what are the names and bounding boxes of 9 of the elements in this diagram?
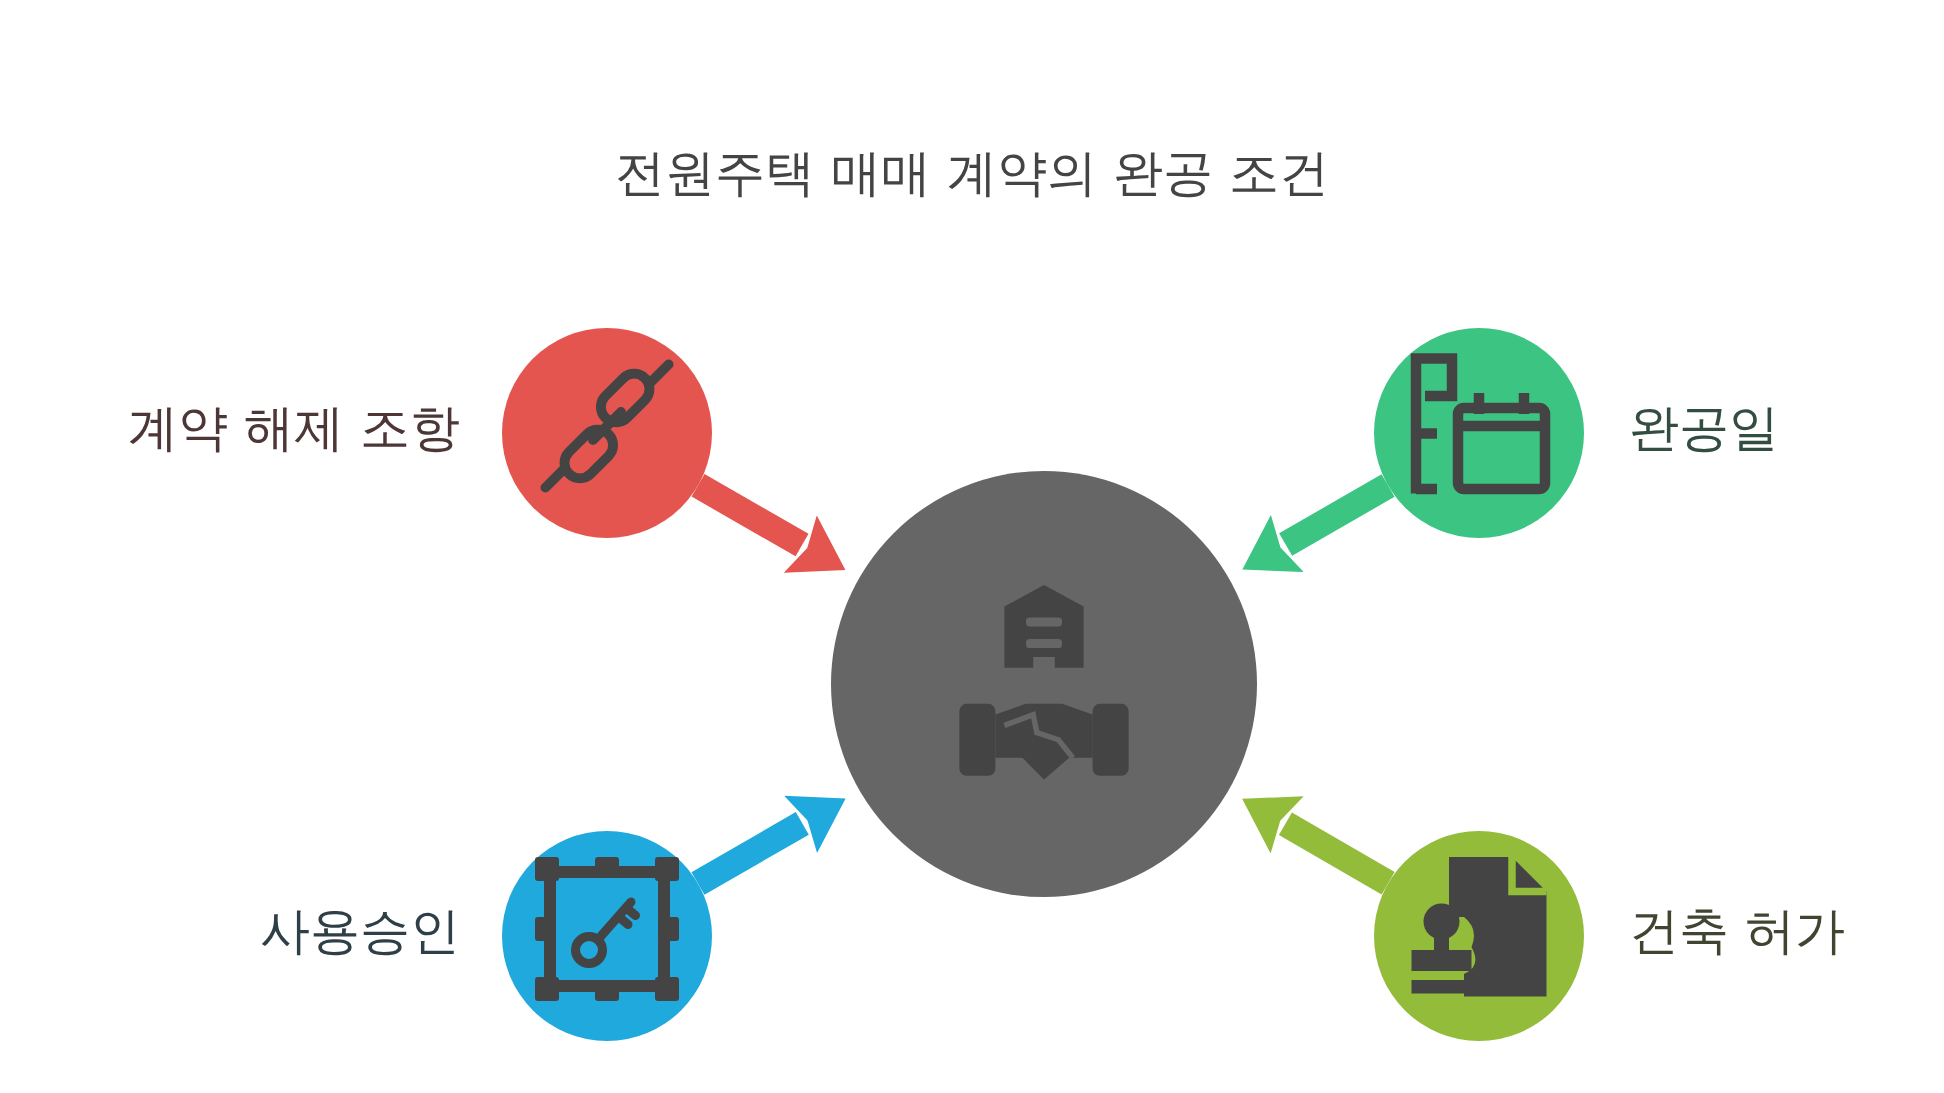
arrow (691, 795, 846, 895)
arrow (691, 474, 846, 573)
arrow (1242, 796, 1395, 895)
category-label: 사용승인 (260, 906, 460, 956)
arrow (1242, 474, 1395, 573)
category-label: 완공일 (1629, 403, 1779, 453)
title: 전원주택 매매 계약의 완공 조건 (614, 148, 1330, 198)
category-label: 건축 허가 (1629, 906, 1845, 956)
category-label: 계약 해제 조항 (128, 403, 460, 453)
